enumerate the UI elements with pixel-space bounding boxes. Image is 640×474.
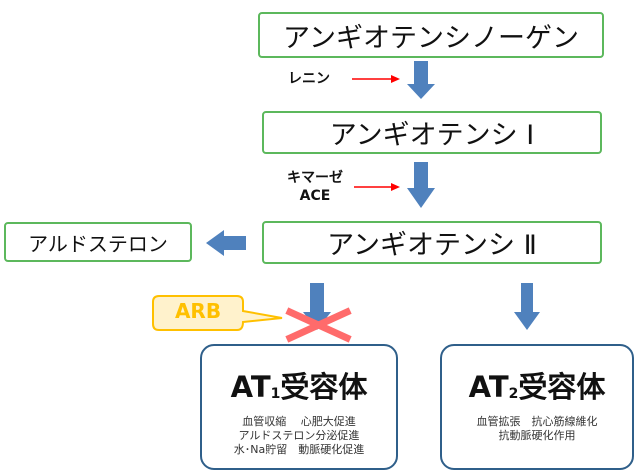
arrow-down-at2	[514, 283, 540, 330]
enzyme-chymase-label: キマーゼ	[287, 170, 343, 186]
node-angiotensinogen: アンギオテンシノーゲン	[258, 12, 604, 58]
node-aldosterone: アルドステロン	[4, 222, 192, 262]
at1-effect-line: 水･Na貯留 動脈硬化促進	[233, 443, 365, 456]
enzyme-ace-label: ACE	[299, 188, 331, 204]
arrow-left-aldosterone	[206, 230, 246, 256]
arrow-down-2	[407, 162, 435, 208]
block-cross-icon	[285, 307, 352, 343]
at1-effect-line: 血管収縮 心肥大促進	[242, 415, 356, 428]
at1-receptor-box: AT1受容体 血管収縮 心肥大促進 アルドステロン分泌促進 水･Na貯留 動脈硬…	[200, 344, 398, 470]
at2-receptor-title: AT2受容体	[468, 370, 606, 404]
at2-effects: 血管拡張 抗心筋線維化 抗動脈硬化作用	[442, 415, 632, 443]
node-angiotensin-2: アンギオテンシ Ⅱ	[262, 221, 602, 264]
node-angiotensin-1: アンギオテンシ Ⅰ	[262, 111, 602, 154]
enzyme-renin-label: レニン	[288, 71, 330, 87]
at1-receptor-title: AT1受容体	[230, 370, 368, 404]
arb-callout	[152, 295, 283, 331]
at2-effect-line: 抗動脈硬化作用	[498, 429, 576, 442]
at2-receptor-box: AT2受容体 血管拡張 抗心筋線維化 抗動脈硬化作用	[440, 344, 634, 470]
arrow-chymase-ace	[354, 183, 400, 191]
at1-effect-line: アルドステロン分泌促進	[238, 429, 360, 442]
arrow-renin	[352, 75, 400, 83]
arb-label: ARB	[174, 299, 222, 323]
at1-effects: 血管収縮 心肥大促進 アルドステロン分泌促進 水･Na貯留 動脈硬化促進	[202, 415, 396, 457]
at2-effect-line: 血管拡張 抗心筋線維化	[476, 415, 598, 428]
arrow-down-1	[407, 61, 435, 99]
